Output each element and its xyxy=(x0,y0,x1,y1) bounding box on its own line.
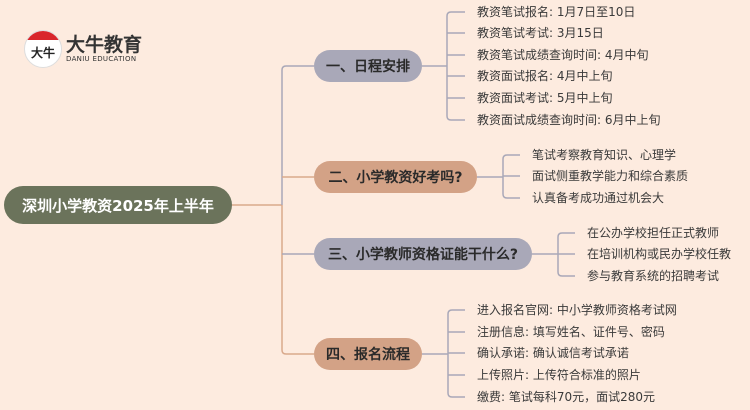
logo-mark: 大牛 xyxy=(24,30,62,68)
leaf-item: 笔试考察教育知识、心理学 xyxy=(532,148,677,162)
logo-mark-text: 大牛 xyxy=(30,45,55,60)
leaf-item: 参与教育系统的招聘考试 xyxy=(587,269,720,283)
leaf-item: 教资笔试成绩查询时间: 4月中旬 xyxy=(477,48,649,62)
leaf-item: 进入报名官网: 中小学教师资格考试网 xyxy=(477,303,677,317)
root-node[interactable]: 深圳小学教资2025年上半年 xyxy=(4,186,232,224)
leaf-item: 注册信息: 填写姓名、证件号、密码 xyxy=(477,325,665,339)
leaf-item: 教资笔试考试: 3月15日 xyxy=(477,26,604,40)
leaf-item: 缴费: 笔试每科70元，面试280元 xyxy=(477,390,656,404)
branch-schedule[interactable]: 一、日程安排 xyxy=(314,50,422,82)
branch-registration-process[interactable]: 四、报名流程 xyxy=(314,338,422,370)
leaf-item: 上传照片: 上传符合标准的照片 xyxy=(477,368,641,382)
brand-logo: 大牛 大牛教育 DANIU EDUCATION xyxy=(24,30,142,68)
branch-certificate-uses[interactable]: 三、小学教师资格证能干什么? xyxy=(314,238,532,270)
leaf-item: 面试侧重教学能力和综合素质 xyxy=(532,169,689,183)
leaf-item: 教资面试成绩查询时间: 6月中上旬 xyxy=(477,113,661,127)
logo-subtitle: DANIU EDUCATION xyxy=(66,55,137,63)
leaf-item: 教资笔试报名: 1月7日至10日 xyxy=(477,5,636,19)
leaf-item: 在培训机构或民办学校任教 xyxy=(587,247,732,261)
leaf-item: 教资面试考试: 5月中上旬 xyxy=(477,91,613,105)
leaf-item: 在公办学校担任正式教师 xyxy=(587,226,720,240)
leaf-item: 教资面试报名: 4月中上旬 xyxy=(477,69,613,83)
leaf-item: 认真备考成功通过机会大 xyxy=(532,191,665,205)
leaf-item: 确认承诺: 确认诚信考试承诺 xyxy=(477,346,629,360)
logo-name: 大牛教育 xyxy=(66,34,143,56)
branch-difficulty[interactable]: 二、小学教资好考吗? xyxy=(314,161,477,193)
